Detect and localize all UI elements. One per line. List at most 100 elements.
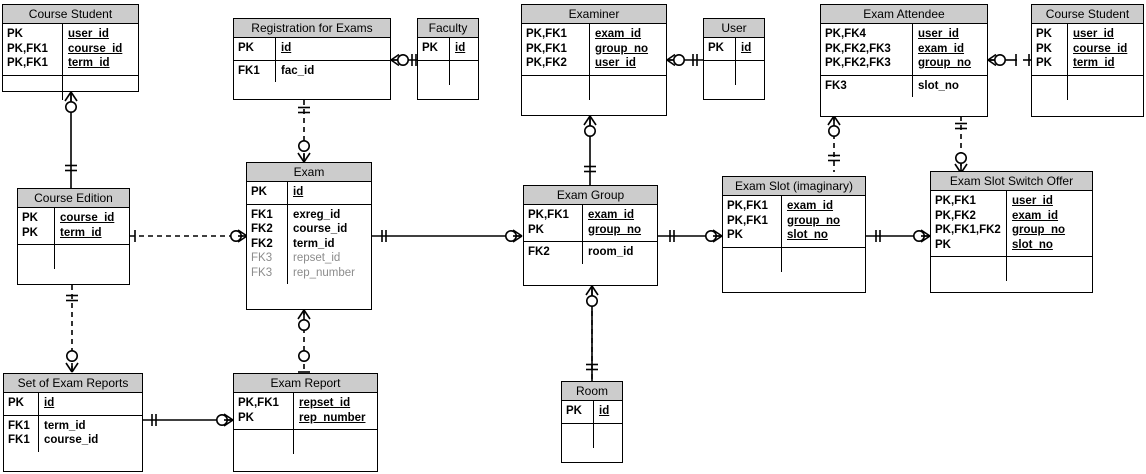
pk-attribute-column: id xyxy=(276,38,390,60)
field-key-column xyxy=(723,247,782,272)
field-key: FK1 xyxy=(238,64,260,77)
entity-field-section xyxy=(3,74,138,100)
pk-attribute-text: id xyxy=(281,42,292,54)
pk-attribute-text: id xyxy=(455,42,466,54)
entity-title: Exam xyxy=(247,163,371,182)
pk-key: PK xyxy=(1036,42,1052,55)
pk-attribute: id xyxy=(44,396,138,411)
pk-attribute-text: group_no xyxy=(588,223,642,236)
field-attribute-column xyxy=(782,248,865,272)
pk-key: PK xyxy=(1036,28,1052,40)
field-key-column xyxy=(234,430,294,454)
field-attribute-column xyxy=(590,76,666,100)
field-attribute-column xyxy=(594,424,622,448)
connector-course-edition-to-set-of-exam-reports xyxy=(58,284,98,376)
pk-key-column: PK xyxy=(234,38,276,60)
entity-title: Set of Exam Reports xyxy=(4,374,142,393)
field-key-column: FK3 xyxy=(821,75,913,97)
pk-attribute: group_no xyxy=(918,56,983,71)
entity-title: Registration for Exams xyxy=(234,19,390,38)
pk-key: PK,FK2,FK3 xyxy=(825,42,891,55)
pk-key: PK,FK1 xyxy=(528,209,569,221)
entity-field-section xyxy=(418,59,478,85)
pk-key: PK xyxy=(22,226,38,239)
entity-field-section xyxy=(931,256,1092,281)
field-attribute-column: fac_id xyxy=(276,61,390,83)
pk-key: PK xyxy=(1036,57,1052,69)
field-attribute-column xyxy=(294,430,377,454)
pk-attribute: group_no xyxy=(1012,223,1088,238)
pk-key: PK,FK1 xyxy=(727,200,768,212)
entity-field-section xyxy=(234,429,377,454)
pk-attribute-text: course_id xyxy=(1073,42,1128,55)
field-attribute: slot_no xyxy=(918,79,959,92)
entity-field-section: FK1 fac_id xyxy=(234,59,390,83)
entity-title: Course Student xyxy=(1032,5,1143,24)
field-attribute: course_id xyxy=(44,434,99,446)
pk-attribute: slot_no xyxy=(1012,238,1088,253)
pk-attribute: term_id xyxy=(60,226,125,241)
pk-key: PK xyxy=(935,238,951,251)
field-key: FK3 xyxy=(251,252,273,264)
field-key-column xyxy=(522,75,590,100)
entity-pk-section: PK id xyxy=(4,393,142,415)
connector-examiner-to-exam-group xyxy=(578,114,618,188)
entity-pk-section: PK id xyxy=(562,401,622,423)
connector-exam-attendee-to-switch-offer xyxy=(949,114,989,176)
field-key-column: FK1 xyxy=(234,60,276,82)
entity-title: Room xyxy=(562,382,622,401)
field-attribute: course_id xyxy=(293,223,348,235)
connector-set-of-exam-reports-to-exam-report xyxy=(141,408,237,432)
pk-attribute: group_no xyxy=(588,223,653,238)
pk-attribute-text: exam_id xyxy=(588,209,635,221)
pk-key-column: PK xyxy=(4,393,39,415)
pk-attribute-text: id xyxy=(599,405,610,417)
pk-key: PK,FK1,FK2 xyxy=(935,224,1001,236)
pk-key-column: PK xyxy=(418,38,450,60)
pk-attribute-text: slot_no xyxy=(787,229,828,241)
pk-attribute: exam_id xyxy=(588,208,653,223)
pk-key-column: PK xyxy=(562,401,594,423)
pk-attribute-text: exam_id xyxy=(595,28,642,40)
pk-attribute: id xyxy=(281,41,386,56)
pk-key: PK xyxy=(708,42,724,54)
pk-attribute-text: term_id xyxy=(60,226,102,239)
pk-attribute-text: course_id xyxy=(60,212,115,224)
pk-attribute: id xyxy=(741,41,760,56)
connector-exam-slot-to-switch-offer xyxy=(864,224,934,248)
pk-attribute-text: id xyxy=(741,42,752,54)
pk-key: PK,FK1 xyxy=(7,57,48,69)
pk-attribute: user_id xyxy=(1073,27,1139,42)
field-attribute-column xyxy=(1068,76,1143,100)
pk-attribute: course_id xyxy=(1073,42,1139,57)
pk-key: PK xyxy=(422,42,438,54)
